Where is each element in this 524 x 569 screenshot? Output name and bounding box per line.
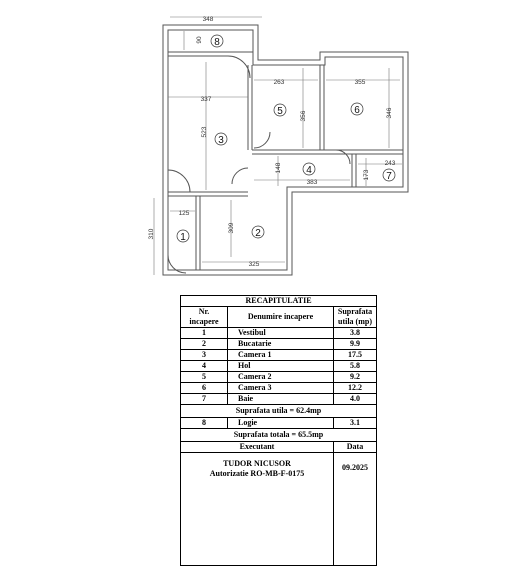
header-nr: Nr. incapere bbox=[180, 306, 228, 328]
dim-bucatarie-height: 309 bbox=[228, 222, 235, 233]
row-name: Camera 1 bbox=[227, 349, 334, 361]
row-nr: 3 bbox=[180, 349, 228, 361]
dim-bucatarie-width: 325 bbox=[249, 261, 260, 268]
row-area: 9.2 bbox=[333, 371, 377, 383]
dim-camera3-width: 355 bbox=[355, 79, 366, 86]
row-nr: 4 bbox=[180, 360, 228, 372]
recap-title: RECAPITULATIE bbox=[180, 295, 377, 307]
dim-logie-depth: 90 bbox=[196, 36, 203, 44]
table-row: 3 Camera 1 17.5 bbox=[180, 349, 377, 361]
row-name: Bucatarie bbox=[227, 338, 334, 350]
floor-plan: 348 90 337 523 263 356 355 346 383 148 2… bbox=[148, 16, 409, 276]
date-label: Data bbox=[333, 441, 377, 453]
row-name: Hol bbox=[227, 360, 334, 372]
dim-left-height: 310 bbox=[148, 228, 155, 239]
dim-hol-width: 383 bbox=[307, 179, 318, 186]
room-number-8: 8 bbox=[214, 37, 220, 48]
row-nr: 5 bbox=[180, 371, 228, 383]
table-row: 2 Bucatarie 9.9 bbox=[180, 338, 377, 350]
dim-camera2-width: 263 bbox=[274, 79, 285, 86]
authorization: Autorizatie RO-MB-F-0175 bbox=[209, 469, 305, 478]
date-value: 09.2025 bbox=[333, 452, 377, 566]
row-name: Vestibul bbox=[227, 327, 334, 339]
room-number-7: 7 bbox=[386, 171, 392, 182]
row-area: 9.9 bbox=[333, 338, 377, 350]
dim-hol-height: 148 bbox=[275, 162, 282, 173]
dim-camera2-height: 356 bbox=[300, 110, 307, 121]
row-nr: 8 bbox=[180, 417, 228, 429]
row-nr: 2 bbox=[180, 338, 228, 350]
dim-camera1-height: 523 bbox=[201, 126, 208, 137]
room-number-4: 4 bbox=[306, 165, 312, 176]
row-name: Camera 2 bbox=[227, 371, 334, 383]
row-area: 3.8 bbox=[333, 327, 377, 339]
row-name: Camera 3 bbox=[227, 382, 334, 394]
dim-baie-width: 243 bbox=[385, 160, 396, 167]
useful-total: Suprafata utila = 62.4mp bbox=[180, 404, 377, 418]
row-name: Baie bbox=[227, 393, 334, 405]
grand-total: Suprafata totala = 65.5mp bbox=[180, 428, 377, 442]
header-area: Suprafata utila (mp) bbox=[333, 306, 377, 328]
table-row: 7 Baie 4.0 bbox=[180, 393, 377, 405]
row-area: 12.2 bbox=[333, 382, 377, 394]
dim-baie-height: 173 bbox=[363, 169, 370, 180]
recap-table: RECAPITULATIE Nr. incapere Denumire inca… bbox=[180, 295, 377, 566]
dim-top-width: 348 bbox=[203, 16, 214, 23]
header-name: Denumire incapere bbox=[227, 306, 334, 328]
dim-camera1-width: 337 bbox=[201, 96, 212, 103]
dim-vestibul-width: 125 bbox=[179, 210, 190, 217]
row-nr: 6 bbox=[180, 382, 228, 394]
row-area: 5.8 bbox=[333, 360, 377, 372]
table-row: 1 Vestibul 3.8 bbox=[180, 327, 377, 339]
executant-name: TUDOR NICUSOR bbox=[223, 459, 291, 468]
room-number-2: 2 bbox=[255, 228, 261, 239]
room-number-6: 6 bbox=[354, 105, 360, 116]
table-row: 5 Camera 2 9.2 bbox=[180, 371, 377, 383]
row-nr: 1 bbox=[180, 327, 228, 339]
room-number-1: 1 bbox=[180, 232, 186, 243]
executant-label: Executant bbox=[180, 441, 334, 453]
row-name: Logie bbox=[227, 417, 334, 429]
executant-cell: TUDOR NICUSOR Autorizatie RO-MB-F-0175 bbox=[180, 452, 334, 566]
table-row: 4 Hol 5.8 bbox=[180, 360, 377, 372]
table-row: 6 Camera 3 12.2 bbox=[180, 382, 377, 394]
row-nr: 7 bbox=[180, 393, 228, 405]
room-number-5: 5 bbox=[277, 106, 283, 117]
row-area: 17.5 bbox=[333, 349, 377, 361]
room-number-3: 3 bbox=[218, 135, 224, 146]
row-area: 4.0 bbox=[333, 393, 377, 405]
dim-camera3-height: 346 bbox=[386, 107, 393, 118]
table-row: 8 Logie 3.1 bbox=[180, 417, 377, 429]
row-area: 3.1 bbox=[333, 417, 377, 429]
